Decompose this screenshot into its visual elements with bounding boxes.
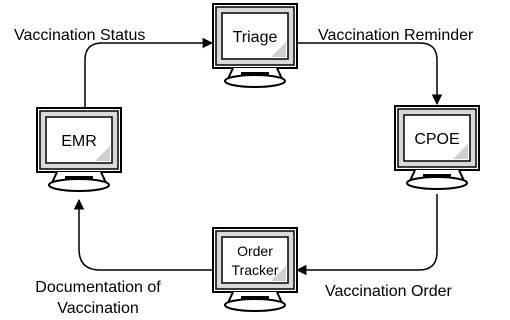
node-triage: Triage: [212, 3, 298, 88]
node-cpoe: CPOE: [394, 105, 480, 190]
node-label-emr: EMR: [61, 133, 97, 150]
edge-label-vaccination-order: Vaccination Order: [325, 283, 453, 300]
edge-label-documentation-line2: Vaccination: [57, 300, 139, 317]
computer-monitor-icon: [212, 227, 298, 312]
arrow-triage-to-cpoe: [298, 42, 443, 106]
arrow-cpoe-to-order-tracker: [295, 194, 438, 276]
node-label-order: Order: [237, 243, 273, 259]
computer-monitor-icon: [394, 105, 480, 190]
edge-label-vaccination-reminder: Vaccination Reminder: [318, 27, 474, 44]
computer-monitor-icon: [212, 3, 298, 88]
node-emr: EMR: [36, 107, 122, 192]
node-label-cpoe: CPOE: [414, 131, 459, 148]
edge-label-documentation-line1: Documentation of: [35, 279, 161, 296]
node-order-tracker: Order Tracker: [212, 227, 298, 312]
arrow-emr-to-triage: [84, 37, 214, 107]
computer-monitor-icon: [36, 107, 122, 192]
arrow-order-tracker-to-emr: [73, 198, 212, 271]
edge-label-vaccination-status: Vaccination Status: [14, 27, 145, 44]
node-label-tracker: Tracker: [232, 262, 279, 278]
node-label-triage: Triage: [233, 29, 278, 46]
